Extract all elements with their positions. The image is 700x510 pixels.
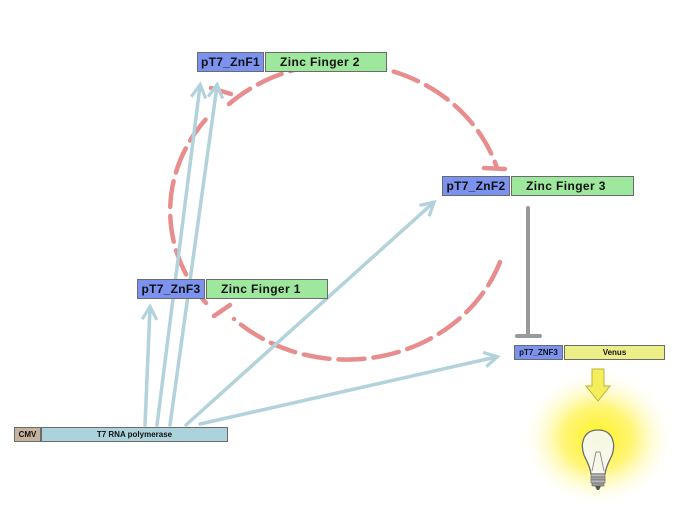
gene-zinc-finger-2: Zinc Finger 2 (265, 52, 387, 72)
repression-arc-znf2-to-znf3 (231, 259, 503, 362)
activation-arrow-to-reporter (198, 357, 496, 426)
activation-arrow-to-znf3 (145, 308, 150, 427)
promoter-pt7-znf3-reporter: pT7_ZNF3 (514, 345, 563, 360)
light-bulb-icon (581, 429, 615, 490)
promoter-pt7-znf3: pT7_ZnF3 (137, 279, 205, 299)
gene-zinc-finger-3: Zinc Finger 3 (511, 176, 634, 196)
repression-bar-znf2 (481, 165, 508, 172)
repression-bar-znf1 (208, 85, 234, 97)
gene-venus: Venus (564, 345, 665, 360)
down-arrow-icon (584, 368, 612, 402)
reporter-repression (515, 206, 542, 338)
repression-bar-znf3 (211, 302, 233, 319)
gene-zinc-finger-1: Zinc Finger 1 (206, 279, 328, 299)
repression-arc-znf1-to-znf2 (226, 61, 500, 171)
promoter-cmv: CMV (14, 427, 41, 442)
gene-t7-rna-polymerase: T7 RNA polymerase (41, 427, 228, 442)
repression-loop (167, 61, 503, 362)
activation-arrows (145, 86, 496, 427)
activation-arrow-to-znf2-b (168, 86, 217, 427)
activation-arrow-to-znf2 (184, 203, 433, 427)
activation-arrow-to-znf1 (155, 86, 200, 427)
promoter-pt7-znf2: pT7_ZnF2 (442, 176, 510, 196)
promoter-pt7-znf1: pT7_ZnF1 (197, 52, 264, 72)
